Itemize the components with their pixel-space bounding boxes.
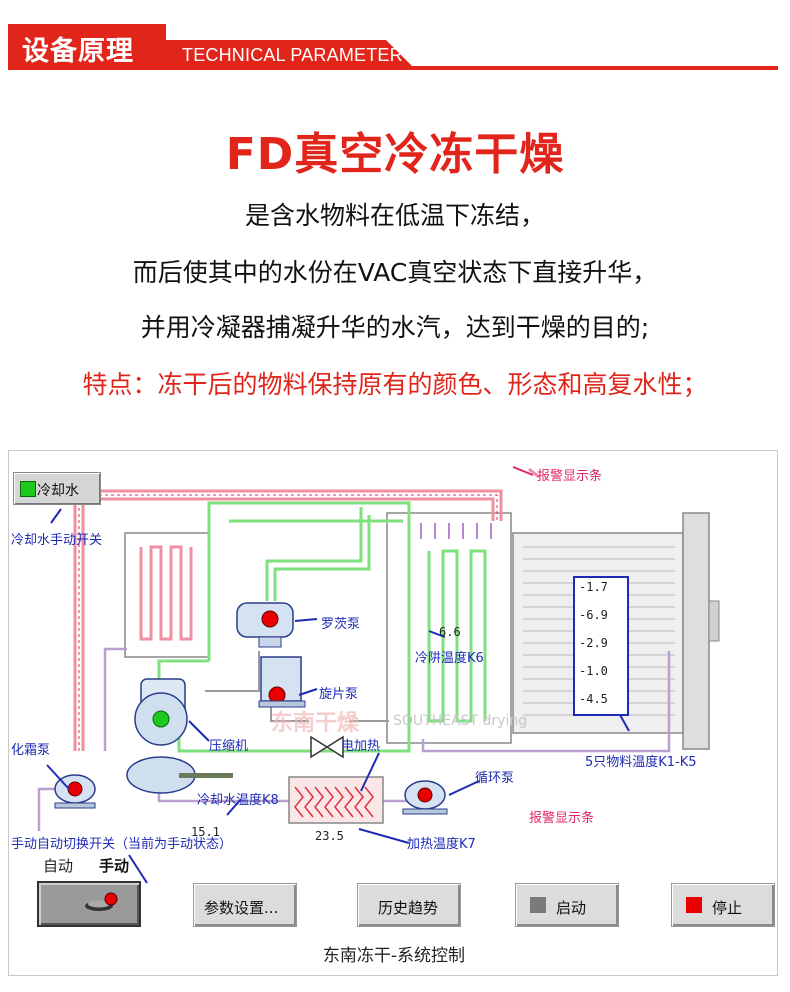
mode-auto-label: 自动 bbox=[43, 857, 74, 875]
start-label: 启动 bbox=[556, 899, 587, 917]
heat-exchanger-box bbox=[124, 532, 210, 658]
hot-pipes bbox=[73, 467, 540, 751]
stop-label: 停止 bbox=[712, 899, 743, 917]
stop-button[interactable]: 停止 bbox=[671, 883, 775, 927]
description-line-2: 而后使其中的水份在VAC真空状态下直接升华， bbox=[132, 258, 658, 287]
material-temp-3: -2.9 bbox=[579, 636, 608, 650]
mode-toggle-switch[interactable] bbox=[37, 881, 141, 927]
hmi-panel: 冷却水 冷却水手动开关 报警显示条 罗茨泵 6.6 冷阱温度K6 旋片泵 压缩机… bbox=[8, 450, 778, 976]
electric-heater-label: 电加热 bbox=[341, 739, 381, 754]
toggle-knob-icon bbox=[85, 892, 118, 911]
watermark: 东南干燥 bbox=[271, 711, 360, 736]
mode-manual-label: 手动 bbox=[99, 857, 130, 875]
cold-trap-temp-label: 冷阱温度K6 bbox=[415, 651, 484, 666]
system-footer-title: 东南冻干-系统控制 bbox=[322, 946, 466, 966]
compressor-label: 压缩机 bbox=[209, 739, 249, 754]
material-temp-label: 5只物料温度K1-K5 bbox=[585, 755, 697, 770]
material-temp-5: -4.5 bbox=[579, 692, 608, 706]
history-trend-label: 历史趋势 bbox=[378, 899, 439, 917]
valve-graphic bbox=[310, 735, 344, 759]
start-indicator-icon bbox=[530, 897, 546, 913]
params-settings-label: 参数设置... bbox=[204, 899, 279, 917]
history-trend-button[interactable]: 历史趋势 bbox=[357, 883, 461, 927]
cooling-water-switch-label: 冷却水手动开关 bbox=[11, 533, 103, 548]
roots-pump-label: 罗茨泵 bbox=[321, 617, 361, 632]
circulation-pump-graphic bbox=[402, 780, 448, 815]
cooling-water-status-indicator bbox=[20, 481, 36, 497]
section-subtitle: TECHNICAL PARAMETER bbox=[182, 45, 403, 65]
stop-indicator-icon bbox=[686, 897, 702, 913]
cold-trap-temp-value: 6.6 bbox=[439, 625, 461, 639]
section-title: 设备原理 bbox=[22, 36, 134, 67]
cooling-water-button-label: 冷却水 bbox=[37, 483, 79, 499]
start-button[interactable]: 启动 bbox=[515, 883, 619, 927]
material-temp-1: -1.7 bbox=[579, 580, 608, 594]
alarm-bar-bottom-label: 报警显示条 bbox=[529, 811, 595, 826]
headline: FD真空冷冻干燥 bbox=[225, 129, 565, 180]
spray-arrows bbox=[420, 523, 492, 539]
vacuum-lines bbox=[157, 501, 487, 753]
heating-temp-value: 23.5 bbox=[315, 829, 344, 843]
material-temp-4: -1.0 bbox=[579, 664, 608, 678]
vane-pump-label: 旋片泵 bbox=[319, 687, 359, 702]
electric-heater-graphic bbox=[288, 776, 384, 824]
roots-pump-graphic bbox=[236, 602, 294, 648]
defrost-pump-graphic bbox=[54, 774, 96, 809]
params-settings-button[interactable]: 参数设置... bbox=[193, 883, 297, 927]
cooling-water-temp-value: 15.1 bbox=[191, 825, 220, 839]
description-line-3: 并用冷凝器捕凝升华的水汽，达到干燥的目的; bbox=[140, 313, 650, 342]
features-line: 特点：冻干后的物料保持原有的颜色、形态和高复水性； bbox=[82, 370, 708, 399]
cooling-water-temp-label: 冷却水温度K8 bbox=[197, 793, 279, 808]
mode-switch-label: 手动自动切换开关（当前为手动状态） bbox=[11, 837, 233, 852]
material-temp-readout: -1.7 -6.9 -2.9 -1.0 -4.5 bbox=[573, 576, 629, 716]
material-temp-2: -6.9 bbox=[579, 608, 608, 622]
description-line-1: 是含水物料在低温下冻结， bbox=[244, 201, 545, 230]
heating-temp-label: 加热温度K7 bbox=[407, 837, 476, 852]
cooling-water-button[interactable]: 冷却水 bbox=[13, 472, 101, 505]
compressor-graphic bbox=[126, 678, 233, 794]
circulation-pump-label: 循环泵 bbox=[475, 771, 515, 786]
annotation-arrows bbox=[46, 508, 630, 884]
vane-pump-graphic bbox=[258, 656, 306, 708]
watermark-en: SOUTHEAST drying bbox=[393, 713, 528, 729]
header-title-bg bbox=[8, 24, 166, 70]
header-divider bbox=[8, 66, 778, 70]
exchanger-coil bbox=[139, 545, 193, 641]
alarm-bar-top-label: 报警显示条 bbox=[537, 469, 603, 484]
header-subtitle-tab bbox=[166, 40, 416, 70]
defrost-pump-label: 化霜泵 bbox=[11, 743, 51, 758]
